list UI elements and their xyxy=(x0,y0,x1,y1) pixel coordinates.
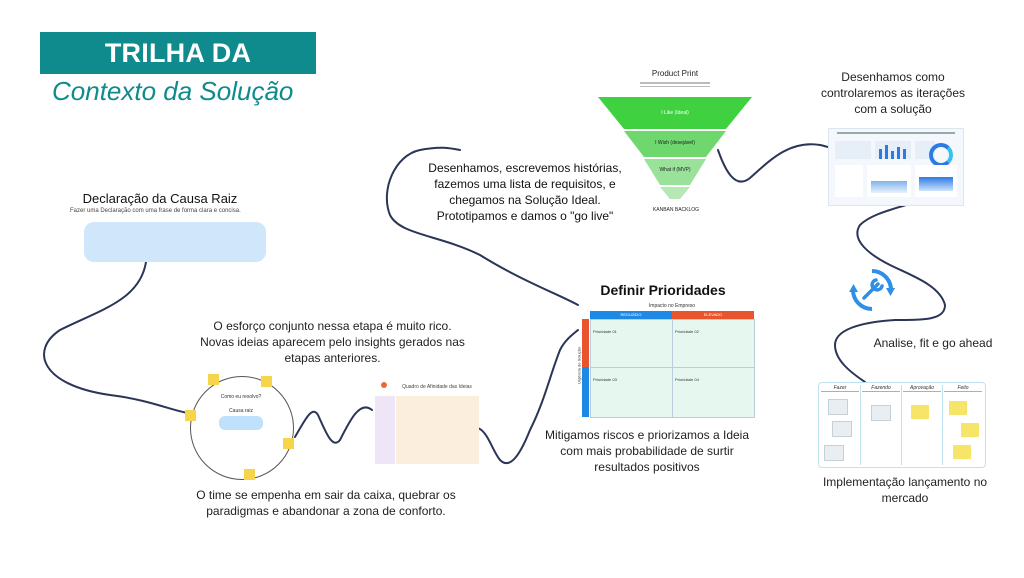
root-cause-input[interactable] xyxy=(84,222,266,262)
page-title: TRILHA DA INOVAÇÃO xyxy=(40,32,316,110)
affinity-logo xyxy=(381,382,387,388)
affinity-title: Quadro de Afinidade das Ideias xyxy=(402,384,472,390)
kanban-card[interactable] xyxy=(949,401,967,415)
brainstorm-core xyxy=(219,416,263,430)
product-print-caption: Desenhamos, escrevemos histórias, fazemo… xyxy=(428,161,622,223)
sticky-note[interactable] xyxy=(261,376,272,387)
priority-matrix: Impacto no Empreso REDUZIDO ELEVADO Urgê… xyxy=(576,303,755,418)
sticky-note[interactable] xyxy=(283,438,294,449)
root-cause-instruction: Fazer uma Declaração com uma frase de fo… xyxy=(70,208,241,214)
root-cause-title: Declaração da Causa Raiz xyxy=(82,191,238,206)
kanban-backlog-label: KANBAN BACKLOG xyxy=(652,207,700,213)
product-print-title: Product Print xyxy=(651,69,699,78)
matrix-cell[interactable]: Prioridade 02 xyxy=(672,319,755,368)
kanban-card[interactable] xyxy=(828,399,848,415)
funnel-level-mvp xyxy=(644,159,706,185)
matrix-col-low: REDUZIDO xyxy=(590,311,672,319)
matrix-cell[interactable]: Prioridade 03 xyxy=(590,367,673,418)
funnel-label-mvp: What if (MVP) xyxy=(659,167,691,173)
product-print-notes xyxy=(640,82,710,90)
dashboard-thumbnail[interactable] xyxy=(828,128,964,206)
product-print-funnel xyxy=(598,97,752,199)
matrix-col-high: ELEVADO xyxy=(672,311,754,319)
matrix-row-high-bar xyxy=(582,319,589,367)
affinity-board: Quadro de Afinidade das Ideias xyxy=(375,382,479,464)
matrix-cell-label: Prioridade 03 xyxy=(593,377,617,382)
sticky-note[interactable] xyxy=(244,469,255,480)
funnel-label-ideal: I Like (Ideal) xyxy=(661,110,689,116)
funnel-tip xyxy=(660,187,690,199)
sticky-note[interactable] xyxy=(208,374,219,385)
ideation-caption-top: O esforço conjunto nessa etapa é muito r… xyxy=(200,319,465,365)
funnel-label-desirable: I Wish (desejável) xyxy=(655,140,695,146)
kanban-col-todo: Fazer xyxy=(821,385,859,392)
kanban-board: Fazer Fazendo Aprovação Feito xyxy=(818,382,986,468)
kanban-card[interactable] xyxy=(824,445,844,461)
matrix-row-axis: Urgência do Solução xyxy=(576,346,582,385)
sticky-note[interactable] xyxy=(185,410,196,421)
funnel-level-desirable xyxy=(624,131,726,157)
kanban-col-doing: Fazendo xyxy=(862,385,900,392)
kanban-card[interactable] xyxy=(953,445,971,459)
priorities-title: Definir Prioridades xyxy=(600,282,726,298)
matrix-cell[interactable]: Prioridade 04 xyxy=(672,367,755,418)
kanban-col-done: Feito xyxy=(944,385,982,392)
kanban-card[interactable] xyxy=(911,405,929,419)
matrix-title: Impacto no Empreso xyxy=(648,303,696,309)
refresh-wrench-icon xyxy=(849,269,895,311)
kanban-col-approval: Aprovação xyxy=(903,385,941,392)
analysis-caption: Analise, fit e go ahead xyxy=(873,336,993,350)
kanban-caption: Implementação lançamento no mercado xyxy=(822,475,988,505)
matrix-cell-label: Prioridade 04 xyxy=(675,377,699,382)
kanban-card[interactable] xyxy=(871,405,891,421)
page-subtitle: Contexto da Solução xyxy=(52,76,294,106)
matrix-cell-label: Prioridade 01 xyxy=(593,329,617,334)
affinity-sidebar xyxy=(375,396,395,464)
ideation-caption-bottom: O time se empenha em sair da caixa, queb… xyxy=(196,488,456,518)
affinity-canvas[interactable] xyxy=(396,396,479,464)
dashboard-caption: Desenhamos como controlaremos as iteraçõ… xyxy=(820,70,966,116)
funnel-level-ideal xyxy=(598,97,752,129)
kanban-card[interactable] xyxy=(961,423,979,437)
matrix-row-low-bar xyxy=(582,367,589,417)
matrix-cell-label: Prioridade 02 xyxy=(675,329,699,334)
matrix-cell[interactable]: Prioridade 01 xyxy=(590,319,673,368)
kanban-card[interactable] xyxy=(832,421,852,437)
brainstorm-question: Como eu resolvo? xyxy=(220,394,262,400)
priorities-caption: Mitigamos riscos e priorizamos a Ideia c… xyxy=(544,428,750,474)
brainstorm-center: Causa raiz xyxy=(229,408,253,414)
